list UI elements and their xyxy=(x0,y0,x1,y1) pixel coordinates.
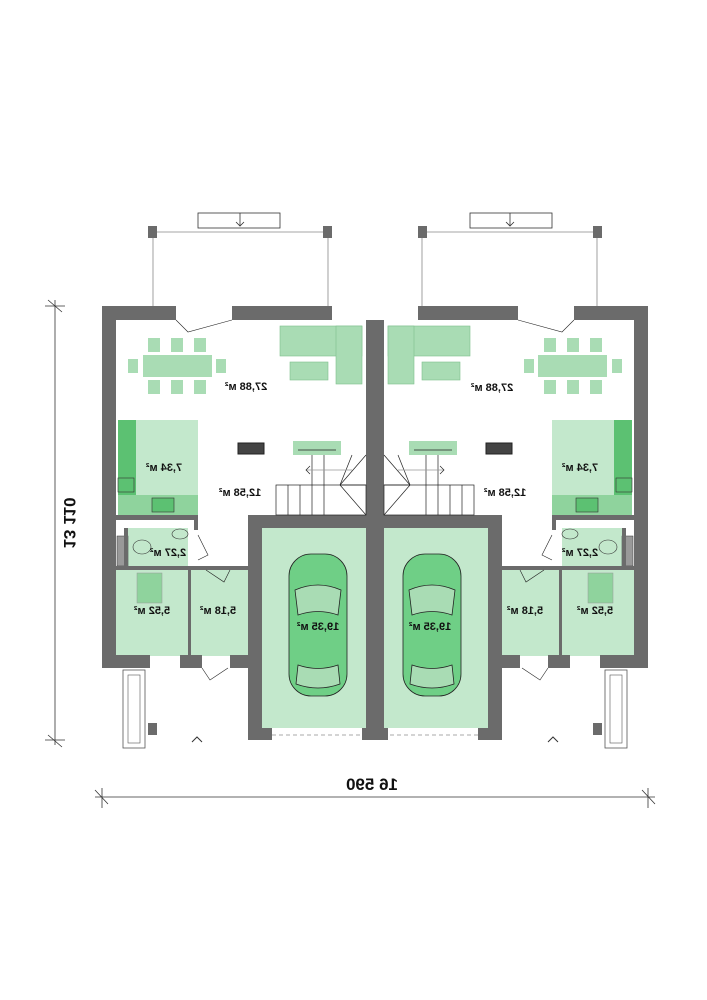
dimension-width xyxy=(94,788,656,808)
dimension-width-label: 16 590 xyxy=(346,775,398,794)
label-hall: 12,58 м² xyxy=(218,487,261,499)
label-garage: 19,35 м² xyxy=(296,621,339,633)
label-living: 27,88 м² xyxy=(470,382,513,394)
label-wc: 2,27 м² xyxy=(150,547,187,559)
unit-left xyxy=(101,212,376,749)
label-garage: 19,35 м² xyxy=(408,621,451,633)
room-labels-right: 27,88 м² 12,58 м² 7,34 м² 2,27 м² 5,52 м… xyxy=(408,382,613,633)
label-kitchen: 7,34 м² xyxy=(146,462,183,474)
unit-right xyxy=(374,212,649,749)
label-kitchen: 7,34 м² xyxy=(562,462,599,474)
label-utility: 5,52 м² xyxy=(134,605,171,617)
label-utility: 5,52 м² xyxy=(577,605,614,617)
dimension-depth xyxy=(45,299,65,748)
label-hall: 12,58 м² xyxy=(483,487,526,499)
label-entry: 5,18 м² xyxy=(200,605,237,617)
room-labels-left: 27,88 м² 12,58 м² 7,34 м² 2,27 м² 5,52 м… xyxy=(134,381,340,633)
label-living: 27,88 м² xyxy=(224,381,267,393)
dimension-depth-label: 13 110 xyxy=(60,497,79,548)
label-wc: 2,27 м² xyxy=(562,547,599,559)
label-entry: 5,18 м² xyxy=(507,605,544,617)
